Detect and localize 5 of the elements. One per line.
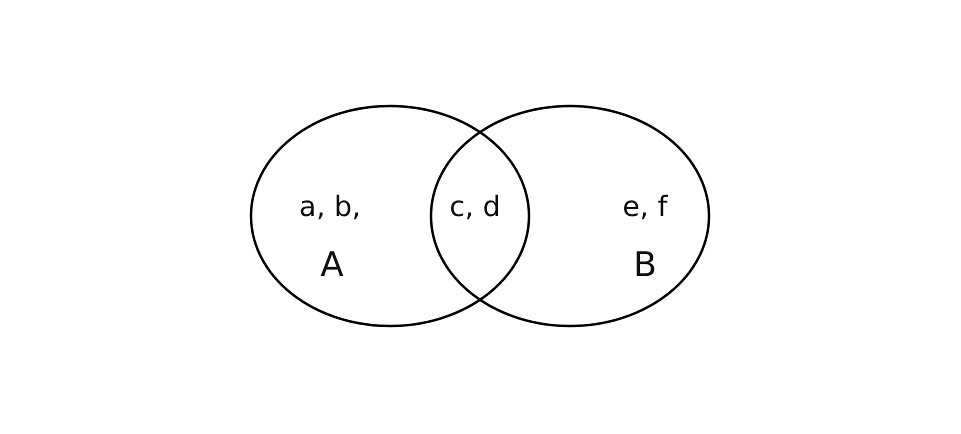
- set-elements: a, b,: [299, 193, 361, 221]
- intersection-elements: c, d: [450, 193, 500, 221]
- set-name: A: [320, 248, 344, 282]
- set-elements: e, f: [622, 193, 668, 221]
- set-name: B: [633, 248, 657, 282]
